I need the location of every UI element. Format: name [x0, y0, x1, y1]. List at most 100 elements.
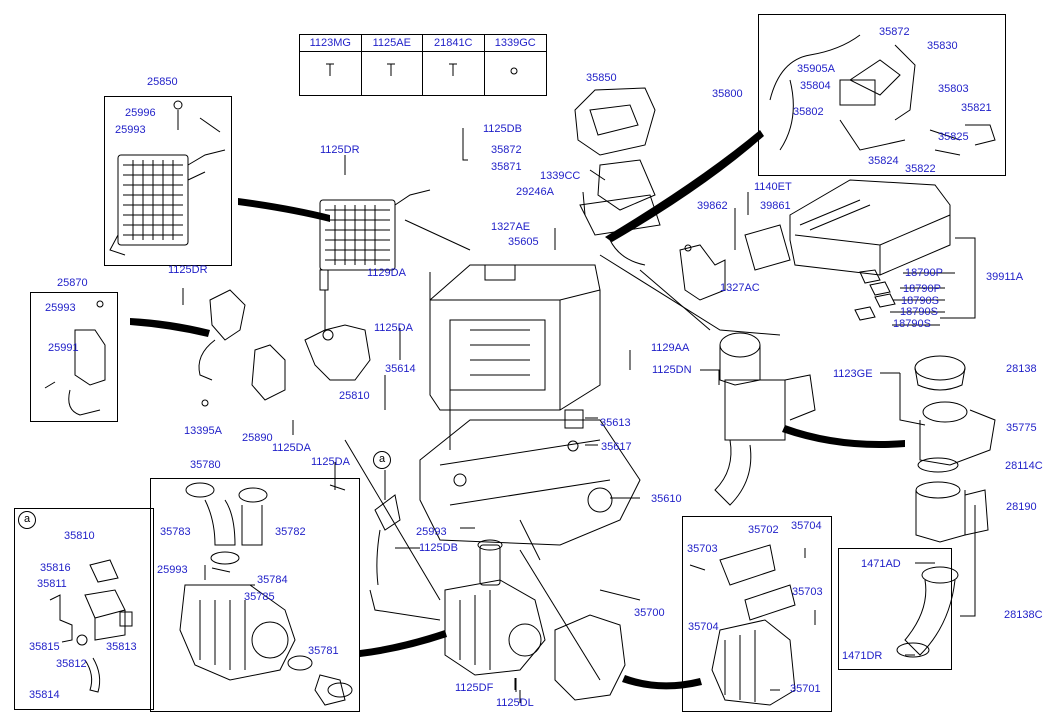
bolts — [182, 63, 901, 692]
frame-35800 — [758, 14, 1006, 176]
label-39861: 39861 — [760, 200, 791, 212]
part-28138 — [914, 355, 996, 543]
part-35780 — [179, 482, 353, 706]
part-motor-35701 — [554, 544, 796, 706]
label-35850: 35850 — [586, 72, 617, 84]
label-35700: 35700 — [634, 607, 665, 619]
label-35812: 35812 — [56, 658, 87, 670]
label-35702: 35702 — [748, 524, 779, 536]
label-1125DR-2: 1125DR — [168, 264, 208, 276]
label-35813: 35813 — [106, 641, 137, 653]
frame-25850 — [104, 96, 232, 266]
label-1327AC: 1327AC — [720, 282, 760, 294]
label-35816: 35816 — [40, 562, 71, 574]
part-25810 — [198, 289, 371, 407]
label-18790P: 18790P — [905, 267, 943, 279]
label-25870: 25870 — [57, 277, 88, 289]
label-13395A: 13395A — [184, 425, 222, 437]
label-25890: 25890 — [242, 432, 273, 444]
label-28190: 28190 — [1006, 501, 1037, 513]
label-35830: 35830 — [927, 40, 958, 52]
label-25996: 25996 — [125, 107, 156, 119]
label-1129AA: 1129AA — [651, 342, 690, 354]
label-35701: 35701 — [790, 683, 821, 695]
label-35803: 35803 — [938, 83, 969, 95]
label-39862: 39862 — [697, 200, 728, 212]
label-35811: 35811 — [37, 578, 67, 590]
label-35605: 35605 — [508, 236, 539, 248]
part-25870 — [44, 300, 106, 416]
label-35614: 35614 — [385, 363, 416, 375]
label-35824: 35824 — [868, 155, 899, 167]
label-35704: 35704 — [791, 520, 822, 532]
frame-35700 — [682, 516, 832, 712]
part-inverter-mid — [319, 189, 431, 291]
bolt-cell-2 — [362, 52, 423, 95]
label-1129DA: 1129DA — [367, 267, 406, 279]
part-39861 — [679, 224, 791, 301]
part-compressor-center — [374, 494, 546, 676]
bolt-cell-4 — [485, 52, 547, 95]
callout-a-inset: a — [18, 511, 36, 529]
label-18790S: 18790S — [901, 295, 939, 307]
part-throttle-housing — [714, 332, 816, 506]
label-35815: 35815 — [29, 641, 60, 653]
label-25993: 25993 — [115, 124, 146, 136]
label-35825: 35825 — [938, 131, 969, 143]
label-35613: 35613 — [600, 417, 631, 429]
label-18790S-2: 18790S — [900, 306, 938, 318]
label-1125DB: 1125DB — [483, 123, 522, 135]
label-28138: 28138 — [1006, 363, 1037, 375]
label-1125DN: 1125DN — [652, 364, 692, 376]
label-35804: 35804 — [800, 80, 831, 92]
label-35872-harness: 35872 — [879, 26, 910, 38]
label-29246A: 29246A — [516, 186, 554, 198]
bolt-header-1: 1123MG — [300, 35, 362, 52]
part-28138C — [896, 566, 959, 658]
label-35782: 35782 — [275, 526, 306, 538]
bolt-header-2: 1125AE — [361, 35, 423, 52]
label-35821: 35821 — [961, 102, 992, 114]
bolt-cell-1 — [300, 52, 362, 95]
label-25993-3: 25993 — [416, 526, 447, 538]
label-1125DF: 1125DF — [455, 682, 494, 694]
label-35703: 35703 — [687, 543, 718, 555]
label-25993-2: 25993 — [45, 302, 76, 314]
label-35784: 35784 — [257, 574, 288, 586]
label-35802: 35802 — [793, 106, 824, 118]
label-1123GE: 1123GE — [833, 368, 873, 380]
label-25993-4: 25993 — [157, 564, 188, 576]
callout-a: a — [373, 451, 391, 469]
frame-25870 — [30, 292, 118, 422]
label-35800: 35800 — [712, 88, 743, 100]
label-35703-2: 35703 — [792, 586, 823, 598]
label-35781: 35781 — [308, 645, 339, 657]
label-1125DL: 1125DL — [496, 697, 534, 709]
part-25850 — [109, 100, 226, 256]
part-39911A — [789, 179, 951, 321]
label-35822: 35822 — [905, 163, 936, 175]
label-1125DA-2: 1125DA — [272, 442, 311, 454]
label-1125DB-2: 1125DB — [419, 542, 458, 554]
label-1125DA: 1125DA — [374, 322, 413, 334]
label-1471DR: 1471DR — [842, 650, 883, 662]
label-18790P-2: 18790P — [903, 283, 941, 295]
label-35810: 35810 — [64, 530, 95, 542]
frame-35780 — [150, 478, 360, 712]
label-25810: 25810 — [339, 390, 370, 402]
bolt-header-3: 21841C — [423, 35, 485, 52]
label-1327AE: 1327AE — [491, 221, 531, 233]
label-28138C: 28138C — [1004, 609, 1043, 621]
label-35780: 35780 — [190, 459, 221, 471]
label-35814: 35814 — [29, 689, 60, 701]
label-35775: 35775 — [1006, 422, 1037, 434]
label-35872: 35872 — [491, 144, 522, 156]
label-35905A: 35905A — [797, 63, 835, 75]
frame-35810 — [14, 508, 154, 710]
frame-28138C — [838, 548, 952, 670]
bolt-table: 1123MG 1125AE 21841C 1339GC — [299, 34, 547, 96]
part-battery-pack — [429, 264, 601, 411]
label-1339CC: 1339CC — [540, 170, 581, 182]
part-35610 — [419, 409, 641, 546]
